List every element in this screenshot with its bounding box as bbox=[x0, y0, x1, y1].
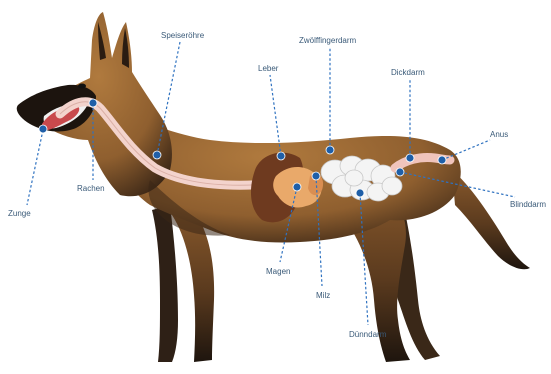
label-speiseroehre: Speiseröhre bbox=[161, 31, 205, 40]
label-leber: Leber bbox=[258, 64, 279, 73]
label-blinddarm: Blinddarm bbox=[510, 200, 546, 209]
marker-speiseroehre bbox=[153, 151, 161, 159]
marker-dickdarm bbox=[406, 154, 414, 162]
label-anus: Anus bbox=[490, 130, 508, 139]
label-dickdarm: Dickdarm bbox=[391, 68, 425, 77]
marker-anus bbox=[438, 156, 446, 164]
dog-eye bbox=[78, 84, 86, 89]
marker-rachen bbox=[89, 99, 97, 107]
leader-zunge bbox=[27, 130, 43, 205]
label-milz: Milz bbox=[316, 291, 330, 300]
marker-zwoelffingerdarm bbox=[326, 146, 334, 154]
marker-magen bbox=[293, 183, 301, 191]
label-duenndarm: Dünndarm bbox=[349, 330, 387, 339]
marker-milz bbox=[312, 172, 320, 180]
dog-tail bbox=[452, 170, 530, 269]
marker-blinddarm bbox=[396, 168, 404, 176]
marker-zunge bbox=[39, 125, 47, 133]
label-zunge: Zunge bbox=[8, 209, 31, 218]
label-zwoelffingerdarm: Zwölffingerdarm bbox=[299, 36, 357, 45]
label-rachen: Rachen bbox=[77, 184, 105, 193]
marker-leber bbox=[277, 152, 285, 160]
marker-duenndarm bbox=[356, 189, 364, 197]
label-magen: Magen bbox=[266, 267, 290, 276]
dog-front-leg-far bbox=[152, 205, 178, 362]
